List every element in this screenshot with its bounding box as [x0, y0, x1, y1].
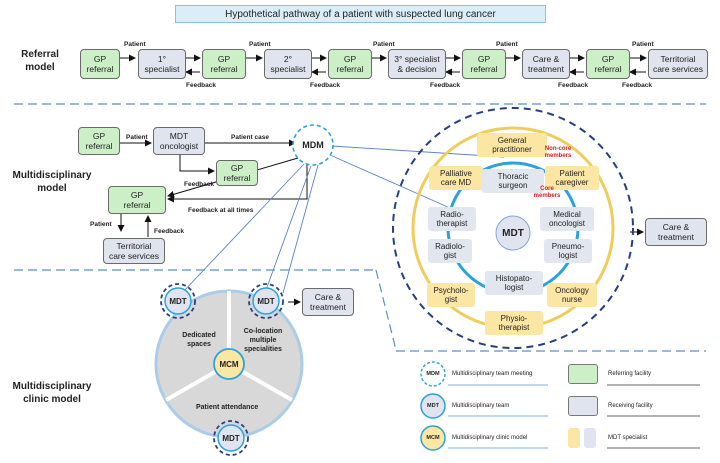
member-radiologist: Radiolo- gist: [428, 239, 472, 263]
arrow-mdt-to-gp2: [179, 155, 215, 175]
referral-box-10: Territorial care services: [648, 49, 708, 79]
feedback-label-2: Feedback: [310, 82, 340, 89]
core-members-label: Core members: [533, 186, 561, 199]
clinic-mdt-badge-right: MDT: [257, 296, 275, 306]
patient-label-4: Patient: [496, 41, 518, 48]
territorial-patient-label: Patient: [90, 221, 112, 228]
member-histopathologist: Histopato- logist: [485, 271, 543, 295]
member-pneumologist: Pneumo- logist: [544, 239, 592, 263]
arrow-mdm-feedback: [167, 160, 308, 203]
legend-receiving-swatch: [568, 396, 598, 416]
patient-case-label: Patient case: [231, 134, 269, 141]
patient-label-3: Patient: [373, 41, 395, 48]
referral-box-2: 1° specialist: [138, 49, 186, 79]
territorial-care-box: Territorial care services: [103, 238, 165, 264]
member-palliative-care: Palliative care MD: [429, 166, 483, 190]
clinic-care-treatment: Care & treatment: [302, 288, 354, 316]
referral-box-4: 2° specialist: [264, 49, 312, 79]
member-physiotherapist: Physio- therapist: [485, 311, 543, 335]
legend-mdm-icon: MDM: [426, 371, 440, 377]
patient-label-2: Patient: [249, 41, 271, 48]
legend-specialist-swatch-grey: [584, 428, 596, 448]
referral-box-9: GP referral: [586, 49, 630, 79]
member-general-practitioner: General practitioner: [477, 133, 547, 157]
legend-mdm-text: Multidisciplinary team meeting: [452, 371, 533, 377]
section-referral-label: Referral model: [21, 49, 59, 73]
feedback-label-5: Feedback: [622, 82, 652, 89]
legend-mdt-icon: MDT: [427, 403, 439, 409]
mdm-patient-label: Patient: [126, 134, 148, 141]
referral-box-6: 3° specialist & decision: [388, 49, 446, 79]
mdm-gp-referral: GP referral: [78, 127, 120, 155]
member-oncology-nurse: Oncology nurse: [547, 283, 597, 307]
member-thoracic-surgeon: Thoracic surgeon: [482, 169, 544, 193]
mdm-care-treatment: Care & treatment: [645, 218, 707, 246]
clinic-mdt-badge-bottom: MDT: [222, 433, 240, 443]
patient-label-1: Patient: [124, 41, 146, 48]
divider-3: [375, 269, 397, 351]
mdm-feedback-label: Feedback: [184, 181, 214, 188]
mdm-node: [292, 124, 334, 166]
mdm-node-label: MDM: [302, 140, 324, 150]
referral-box-1: GP referral: [80, 49, 120, 79]
clinic-badges: [160, 283, 284, 456]
member-medical-oncologist: Medical oncologist: [540, 207, 594, 231]
legend-referring-text: Referring facility: [608, 371, 652, 377]
legend-mcm-text: Multidisciplinary clinic model: [452, 435, 528, 441]
non-core-members-label: Non-core members: [544, 146, 572, 159]
mdt-oncologist-box: MDT oncologist: [153, 127, 205, 155]
legend-mcm-icon: MCM: [426, 435, 440, 441]
legend-mdt-text: Multidisciplinary team: [452, 403, 510, 409]
dedicated-spaces-label: Dedicated spaces: [182, 332, 216, 348]
feedback-label-1: Feedback: [186, 82, 216, 89]
mdt-center-circle: [495, 215, 531, 251]
feedback-label-3: Feedback: [430, 82, 460, 89]
legend-receiving-text: Receiving facility: [608, 403, 653, 409]
colocation-label: Co-location multiple specialities: [243, 328, 283, 353]
legend-specialist-text: MDT specialist: [608, 435, 648, 441]
patient-label-5: Patient: [632, 41, 654, 48]
mdm-gp-referral-2: GP referral: [216, 160, 258, 186]
referral-box-8: Care & treatment: [522, 49, 570, 79]
member-radiotherapist: Radio- therapist: [428, 207, 476, 231]
mdt-center-label: MDT: [502, 227, 524, 239]
mdm-gp-referral-3: GP referral: [108, 186, 166, 214]
territorial-feedback-label: Feedback: [154, 228, 184, 235]
clinic-mdt-badge-left: MDT: [169, 296, 187, 306]
feedback-label-4: Feedback: [558, 82, 588, 89]
section-clinic-label: Multidisciplinary clinic model: [12, 381, 92, 405]
diagram-title: Hypothetical pathway of a patient with s…: [175, 5, 546, 23]
feedback-all-times-label: Feedback at all times: [188, 207, 254, 214]
patient-attendance-label: Patient attendance: [196, 404, 259, 411]
section-multidisciplinary-label: Multidisciplinary model: [12, 170, 92, 194]
legend-glyphs: [420, 361, 700, 451]
referral-box-7: GP referral: [462, 49, 506, 79]
member-patient-caregiver: Patient caregiver: [545, 166, 599, 190]
mcm-center-label: MCM: [219, 359, 239, 369]
legend-referring-swatch: [568, 364, 598, 384]
referral-box-3: GP referral: [202, 49, 246, 79]
mdm-team-circle: [392, 107, 634, 349]
member-psychologist: Psycholo- gist: [427, 283, 475, 307]
legend-specialist-swatch-yellow: [568, 428, 580, 448]
referral-box-5: GP referral: [328, 49, 372, 79]
